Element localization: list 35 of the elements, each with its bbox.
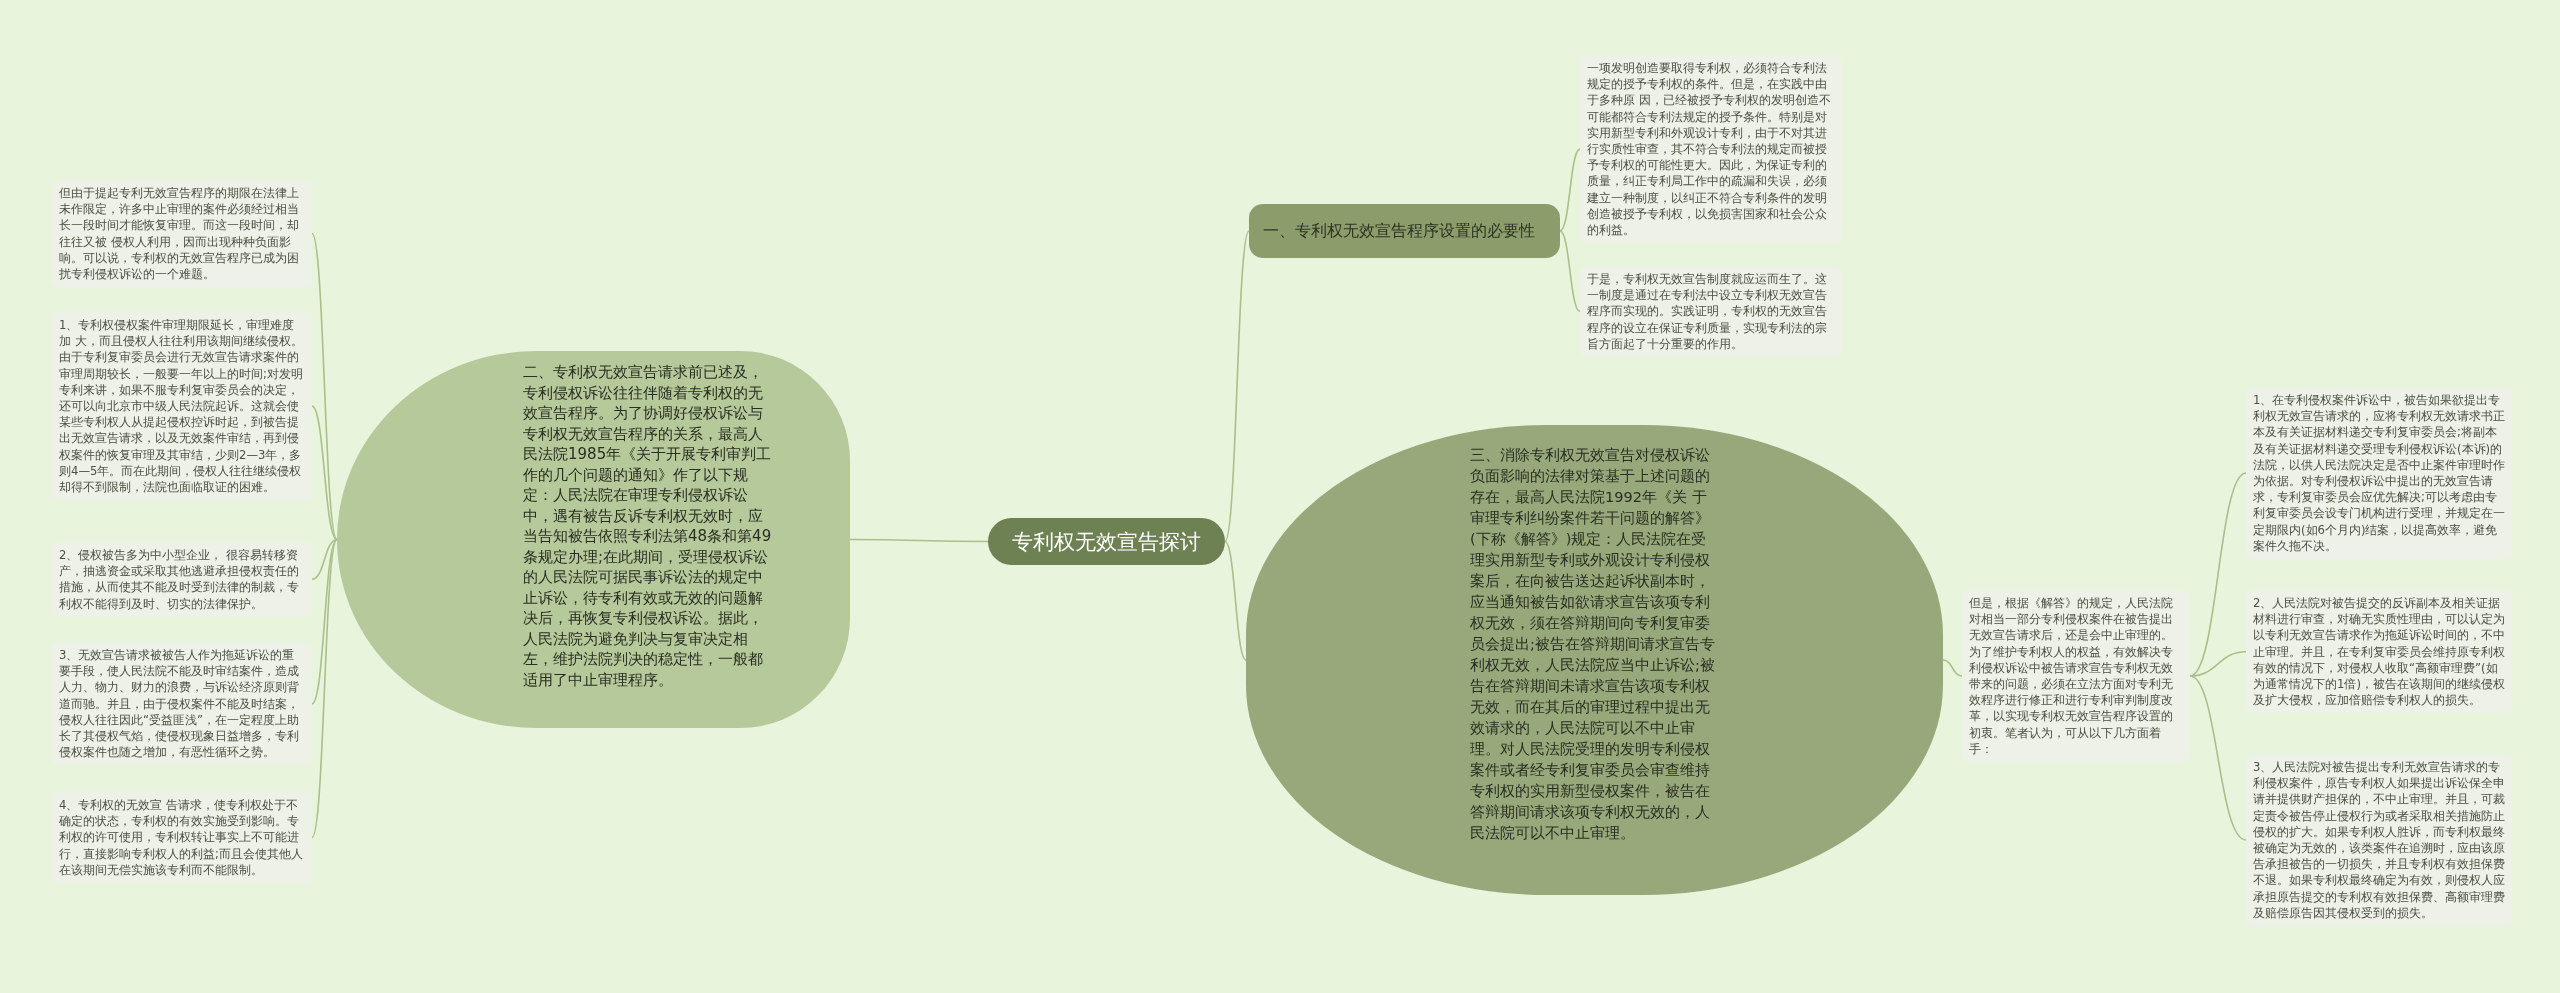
topic-box [1249,204,1560,258]
note-text: 2、人民法院对被告提交的反诉副本及相关证据材料进行审查，对确无实质性理由，可以认定为以专利无效宣告请求作为拖延诉讼时间的，不中止审理。并且，在专利复审委员会维持原专利权有效的情况下，对侵权人收取“高额审理费”(如为通常情况下的1倍)，被告在该期间的继续侵权及扩大侵权，应加倍赔偿专利权人的损失。 [2253,595,2505,709]
note-card [1580,266,1842,357]
connector-line [849,538,989,543]
note-text: 1、专利权侵权案件审理期限延长，审理难度加 大，而且侵权人往往利用该期间继续侵权。由于专利复审委员会进行无效宣告请求案件的审理周期较长，一般要一年以上的时间;对发明专利来讲，如果不服专利复审委员会的决定，还可以向北京市中级人民法院起诉。这就会使某些专利权人从提起侵权控诉时起，到被告提出无效宣告请求，以及无效案件审结，再到侵权案件的恢复审理及其审结，少则2—3年，多则4—5年。而在此期间，侵权人往往继续侵权却得不到限制，法院也面临取证的困难。 [59,317,304,496]
central-topic-node [988,518,1225,565]
note-text: 2、侵权被告多为中小型企业， 很容易转移资产，抽逃资金或采取其他逃避承担侵权责任的措施，从而使其不能及时受到法律的制裁，专利权不能得到及时、切实的法律保护。 [59,547,300,612]
connector-line [311,538,338,581]
note-card [52,180,312,288]
connector-line [311,232,338,541]
topic-text: 三、消除专利权无效宣告对侵权诉讼负面影响的法律对策基于上述问题的存在，最高人民法院1992年《关 于审理专利纠纷案件若干问题的解答》(下称《解答》)规定：人民法院在受理实用新型专利或外观设计专利侵权案后，在向被告送达起诉状副本时，应当通知被告如欲请求宣告该项专利权无效，须在答辩期间向专利复审委员会提出;被告在答辩期间请求宣告专利权无效，人民法院应当中止诉讼;被告在答辩期间未请求宣告该项专利权无效，而在其后的审理过程中提出无效请求的，人民法院可以不中止审理。对人民法院受理的发明专利侵权案件或者经专利复审委员会审查维持专利权的实用新型侵权案件，被告在答辩期间请求该项专利权无效的，人民法院可以不中止审理。 [1470,446,1716,843]
connector-line [1559,230,1581,313]
note-text: 但由于提起专利无效宣告程序的期限在法律上未作限定，许多中止审理的案件必须经过相当长一段时间才能恢复审理。而这一段时间，却往往又被 侵权人利用，因而出现种种负面影响。可以说，专利权的无效宣告程序已成为困扰专利侵权诉讼的一个难题。 [59,185,300,283]
topic-text: 二、专利权无效宣告请求前已述及，专利侵权诉讼往往伴随着专利权的无效宣告程序。为了协调好侵权诉讼与专利权无效宣告程序的关系，最高人民法院1985年《关于开展专利审判工作的几个问题的通知》作了以下规定：人民法院在审理专利侵权诉讼中，遇有被告反诉专利权无效时，应当告知被告依照专利法第48条和第49条规定办理;在此期间，受理侵权诉讼的人民法院可据民事诉讼法的规定中止诉讼，待专利有效或无效的问题解决后，再恢复专利侵权诉讼。据此，人民法院为避免判决与复审决定相左，维护法院判决的稳定性，一般都适用了中止审理程序。 [523,362,773,690]
connector-line [1559,148,1581,232]
connector-line [1224,540,1247,661]
note-text: 4、专利权的无效宣 告请求，使专利权处于不确定的状态，专利权的有效实施受到影响。专利权的许可使用，专利权转让事实上不可能进行，直接影响专利权人的利益;而且会使其他人在该期间无偿实施该专利而不能限制。 [59,797,304,878]
note-text: 1、在专利侵权案件诉讼中，被告如果欲提出专利权无效宣告请求的，应将专利权无效请求书正本及有关证据材料递交专利复审委员会;将副本及有关证据材料递交受理专利侵权诉讼(本诉)的法院，以供人民法院决定是否中止案件审理时作为依据。对专利侵权诉讼中提出的无效宣告请求，专利复审委员会应优先解决;可以考虑由专利复审委员会设专门机构进行受理，并规定在一定期限内(如6个月内)结案，以提高效率，避免案件久拖不决。 [2253,392,2505,555]
note-text: 3、无效宣告请求被被告人作为拖延诉讼的重要手段，使人民法院不能及时审结案件，造成人力、物力、财力的浪费，与诉讼经济原则背道而驰。并且，由于侵权案件不能及时结案，侵权人往往因此“受益匪浅”，在一定程度上助长了其侵权气焰，使侵权现象日益增多，专利侵权案件也随之增加，有恶性循环之势。 [59,647,300,761]
connector-line [1942,659,1963,677]
topic-text: 专利权无效宣告探讨 [1012,528,1201,556]
connector-line [311,538,338,839]
connector-line [2189,472,2247,677]
note-card [52,542,312,617]
connector-line [311,538,338,705]
topic-text: 一、专利权无效宣告程序设置的必要性 [1263,220,1535,242]
note-text: 一项发明创造要取得专利权，必须符合专利法规定的授予专利权的条件。但是，在实践中由于多种原 因，已经被授予专利权的发明创造不可能都符合专利法规定的授予条件。特别是对实用新型专利和外观设计专利，由于不对其进行实质性审查，其不符合专利法的规定而被授予专利权的可能性更大。因此，为保证专利的质量，纠正专利局工作中的疏漏和失误，必须建立一种制度，以纠正不符合专利条件的发明创造被授予专利权，以免损害国家和社会公众的利益。 [1587,60,1832,239]
note-text: 但是，根据《解答》的规定，人民法院对相当一部分专利侵权案件在被告提出无效宣告请求后，还是会中止审理的。为了维护专利权人的权益，有效解决专利侵权诉讼中被告请求宣告专利权无效带来的问题，必须在立法方面对专利无效程序进行修正和进行专利审判制度改革，以实现专利权无效宣告程序设置的初衷。笔者认为，可从以下几方面着手： [1969,595,2174,758]
note-card [1962,590,2190,763]
note-text: 于是，专利权无效宣告制度就应运而生了。这一制度是通过在专利法中设立专利权无效宣告程序而实现的。实践证明，专利权的无效宣告程序的设立在保证专利质量，实现专利法的宗旨方面起了十分重要的作用。 [1587,271,1828,352]
connector-line [2189,675,2247,841]
connector-line [1224,230,1250,543]
connector-line [311,405,338,541]
note-card [52,792,312,883]
note-text: 3、人民法院对被告提出专利无效宣告请求的专利侵权案件，原告专利权人如果提出诉讼保全申请并提供财产担保的，不中止审理。并且，可裁定责令被告停止侵权行为或者采取相关措施防止侵权的扩大。如果专利权人胜诉，而专利权最终被确定为无效的，该类案件在追溯时，应由该原告承担被告的一切损失，并且专利权有效担保费不退。如果专利权最终确定为有效，则侵权人应承担原告提交的专利权有效担保费、高额审理费及赔偿原告因其侵权受到的损失。 [2253,759,2505,922]
